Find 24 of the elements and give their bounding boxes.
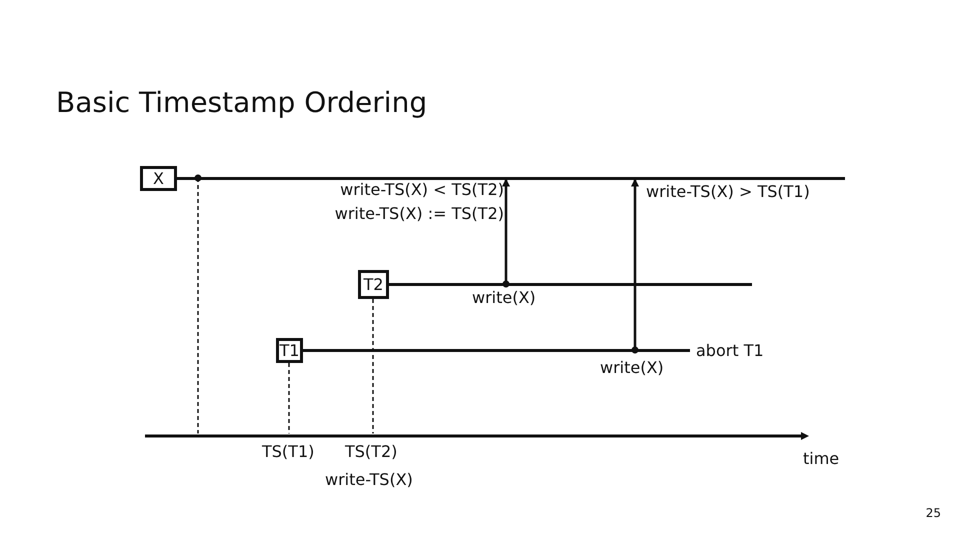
condition-text: write-TS(X) > TS(T1) xyxy=(646,182,810,202)
arrow xyxy=(631,178,639,348)
condition-text: write-TS(X) < TS(T2) xyxy=(340,180,504,200)
dashed-line xyxy=(194,174,202,434)
timestamp-label: TS(T2) xyxy=(345,442,398,462)
time-axis xyxy=(145,431,809,441)
timeline xyxy=(302,348,690,352)
title: Basic Timestamp Ordering xyxy=(56,86,428,119)
assignment-text: write-TS(X) := TS(T2) xyxy=(334,204,504,224)
dashed-line xyxy=(288,363,290,434)
timestamp-label: write-TS(X) xyxy=(325,470,413,490)
timeline xyxy=(176,176,845,180)
operation-label: write(X) xyxy=(600,358,664,378)
timestamp-label: TS(T1) xyxy=(262,442,314,462)
dashed-line xyxy=(372,299,374,434)
status-label: abort T1 xyxy=(696,341,764,361)
lifeline-label-box: T1 xyxy=(276,338,303,363)
lifeline-label-box: T2 xyxy=(358,270,389,299)
arrow xyxy=(502,178,510,282)
page-number: 25 xyxy=(926,505,941,522)
operation-label: write(X) xyxy=(472,288,536,308)
axis-label: time xyxy=(803,449,840,469)
lifeline-label-box: X xyxy=(140,166,177,191)
timeline xyxy=(388,282,752,286)
